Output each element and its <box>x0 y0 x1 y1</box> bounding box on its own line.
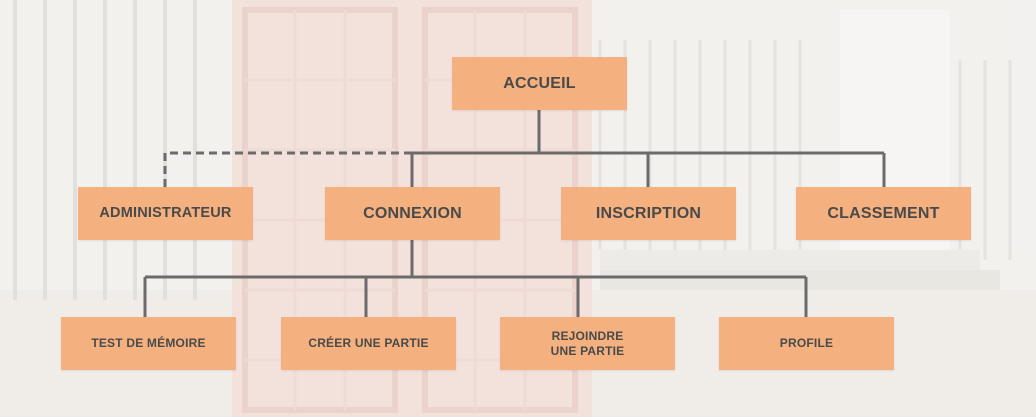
node-classement[interactable]: CLASSEMENT <box>796 187 971 240</box>
node-test-memoire[interactable]: TEST DE MÉMOIRE <box>61 317 236 370</box>
node-rejoindre-partie[interactable]: REJOINDRE UNE PARTIE <box>500 317 675 370</box>
connector-dashed-admin <box>163 151 412 187</box>
node-profile[interactable]: PROFILE <box>719 317 894 370</box>
node-administrateur[interactable]: ADMINISTRATEUR <box>78 187 253 240</box>
node-accueil[interactable]: ACCUEIL <box>452 57 627 110</box>
node-inscription[interactable]: INSCRIPTION <box>561 187 736 240</box>
node-creer-partie[interactable]: CRÉER UNE PARTIE <box>281 317 456 370</box>
node-connexion[interactable]: CONNEXION <box>325 187 500 240</box>
